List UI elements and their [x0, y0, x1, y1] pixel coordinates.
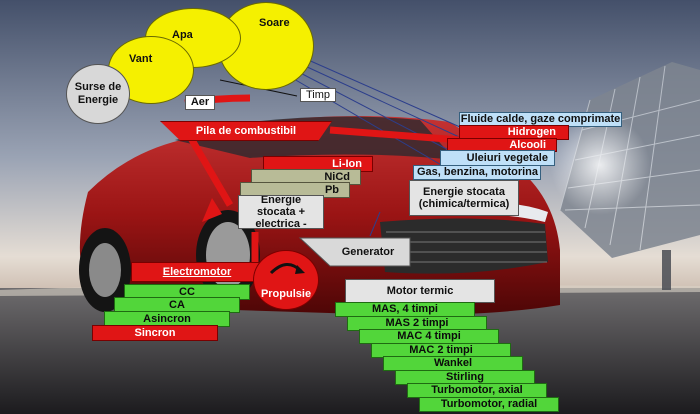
- thermal-engine-label: Turbomotor, axial: [431, 384, 523, 397]
- motor-termic-label: Motor termic: [386, 284, 454, 297]
- surse-energie-label: Surse de Energie: [74, 81, 122, 106]
- sincron-motor-label: Sincron: [134, 326, 176, 339]
- thermal-engine-label: Wankel: [433, 357, 473, 370]
- thermal-engine-item: MAC 4 timpi: [359, 329, 499, 344]
- asincron-motor-label: Asincron: [143, 312, 191, 325]
- ca-motor-label: CA: [169, 298, 185, 311]
- vant-label: Vant: [129, 53, 153, 65]
- energie-stocata-chimica-box: Energie stocata (chimica/termica): [409, 180, 519, 216]
- propulsie-circle: Propulsie: [253, 250, 319, 310]
- aer-label-box: Aer: [185, 95, 215, 110]
- hidrogen-label: Hidrogen: [507, 126, 556, 139]
- aer-label: Aer: [190, 96, 210, 109]
- pila-combustibil-label: Pila de combustibil: [195, 124, 297, 137]
- nicd-label: NiCd: [324, 170, 350, 183]
- cc-motor-label: CC: [179, 285, 195, 298]
- soare-label: Soare: [259, 17, 290, 29]
- gas-benzina-label: Gas, benzina, motorina: [417, 166, 539, 179]
- sincron-motor-box: Sincron: [92, 325, 218, 341]
- propulsie-label: Propulsie: [260, 288, 312, 300]
- thermal-engine-label: Stirling: [446, 370, 484, 383]
- vant-circle: Vant: [108, 36, 194, 104]
- thermal-engine-label: MAS 2 timpi: [385, 316, 449, 329]
- uleiuri-vegetale-box: Uleiuri vegetale: [440, 150, 555, 166]
- fluide-calde-label: Fluide calde, gaze comprimate: [460, 113, 621, 126]
- pila-combustibil-box: Pila de combustibil: [160, 121, 332, 141]
- motor-termic-box: Motor termic: [345, 279, 495, 303]
- energie-stocata-chimica-label: Energie stocata (chimica/termica): [418, 185, 510, 210]
- generator-label: Generator: [341, 245, 395, 258]
- energie-stocata-electrica-box: Energie stocata + electrica -: [238, 195, 324, 229]
- thermal-engine-item: Stirling: [395, 369, 535, 385]
- generator-box: Generator: [330, 243, 406, 261]
- alcooli-label: Alcooli: [509, 138, 546, 151]
- energie-stocata-electrica-label: Energie stocata + electrica -: [255, 195, 307, 229]
- surse-energie-circle: Surse de Energie: [66, 64, 130, 124]
- uleiuri-vegetale-label: Uleiuri vegetale: [466, 151, 548, 164]
- li-ion-label: Li-Ion: [332, 157, 362, 170]
- timp-label: Timp: [305, 88, 331, 101]
- pb-label: Pb: [324, 183, 339, 196]
- electromotor-box: Electromotor: [131, 262, 263, 282]
- apa-label: Apa: [172, 29, 193, 41]
- solar-panel-icon: [550, 62, 700, 290]
- timp-label-box: Timp: [300, 88, 336, 102]
- thermal-engine-label: MAC 2 timpi: [409, 343, 473, 356]
- rotation-arrow-icon: [269, 263, 305, 275]
- thermal-engine-item: Turbomotor, radial: [419, 396, 559, 412]
- thermal-engine-item: MAS, 4 timpi: [335, 302, 475, 317]
- thermal-engine-label: Turbomotor, radial: [440, 397, 538, 410]
- electromotor-label: Electromotor: [162, 265, 232, 278]
- thermal-engine-label: MAS, 4 timpi: [371, 303, 438, 316]
- thermal-engine-label: MAC 4 timpi: [397, 330, 461, 343]
- gas-benzina-box: Gas, benzina, motorina: [413, 165, 541, 180]
